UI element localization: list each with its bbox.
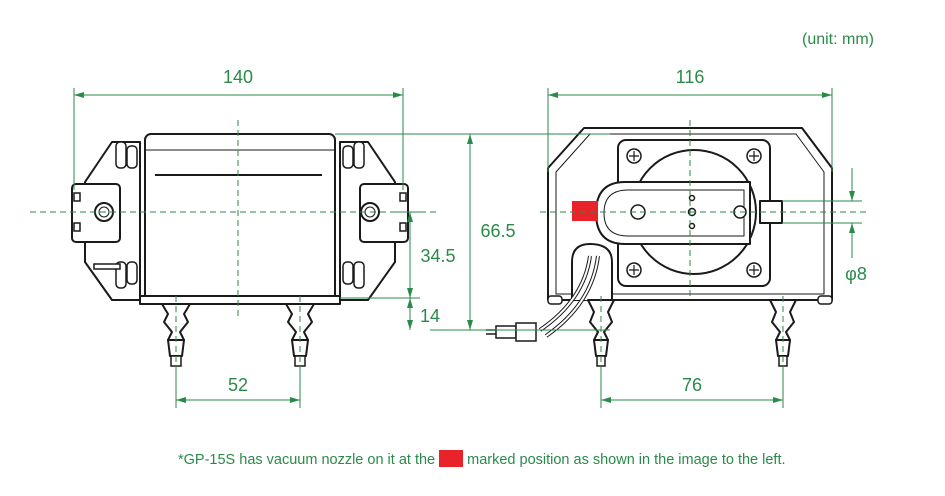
side-width-label: 116 — [676, 67, 705, 87]
clip — [399, 222, 407, 232]
side-view — [486, 120, 870, 367]
front-body — [144, 133, 336, 303]
front-base — [139, 295, 341, 305]
side-bumper — [547, 295, 563, 305]
bolt — [342, 145, 354, 169]
side-foot-spacing-label: 76 — [682, 375, 702, 395]
center-height-label: 34.5 — [420, 246, 455, 266]
screw-icon — [626, 148, 642, 164]
footnote-text-after: marked position as shown in the image to… — [467, 452, 786, 468]
marker-swatch — [439, 450, 464, 467]
clip — [399, 192, 407, 202]
bolt — [353, 261, 365, 289]
port-hole-inner — [98, 206, 110, 218]
nozzle-diameter-label: φ8 — [845, 264, 867, 284]
front-foot-spacing-label: 52 — [228, 375, 248, 395]
side-left-foot — [587, 299, 615, 367]
front-right-port — [359, 183, 409, 243]
bolt — [342, 261, 354, 285]
screw-icon — [746, 148, 762, 164]
screw-icon — [626, 262, 642, 278]
unit-label: (unit: mm) — [802, 31, 874, 48]
footnote-text-before: *GP-15S has vacuum nozzle on it at the — [178, 452, 436, 468]
vacuum-nozzle-marker — [572, 201, 598, 221]
clip — [73, 192, 81, 202]
footnote: *GP-15S has vacuum nozzle on it at the ma… — [178, 450, 786, 468]
screw-icon — [746, 262, 762, 278]
bolt — [353, 141, 365, 169]
side-bumper — [817, 295, 833, 305]
cable-inner — [539, 255, 591, 331]
foot-height-label: 14 — [420, 306, 440, 326]
clip — [73, 222, 81, 232]
front-view — [30, 120, 440, 367]
height-label: 66.5 — [480, 221, 515, 241]
dimension-lines — [73, 88, 862, 408]
cable-inner — [545, 255, 599, 337]
wire-stub — [93, 263, 121, 270]
lever-hole — [688, 194, 696, 202]
connector-icon — [486, 322, 537, 342]
bolt — [115, 141, 127, 169]
bolt — [126, 145, 138, 169]
side-lever-inner — [603, 189, 745, 237]
bolt — [126, 261, 138, 285]
front-width-label: 140 — [223, 67, 253, 87]
